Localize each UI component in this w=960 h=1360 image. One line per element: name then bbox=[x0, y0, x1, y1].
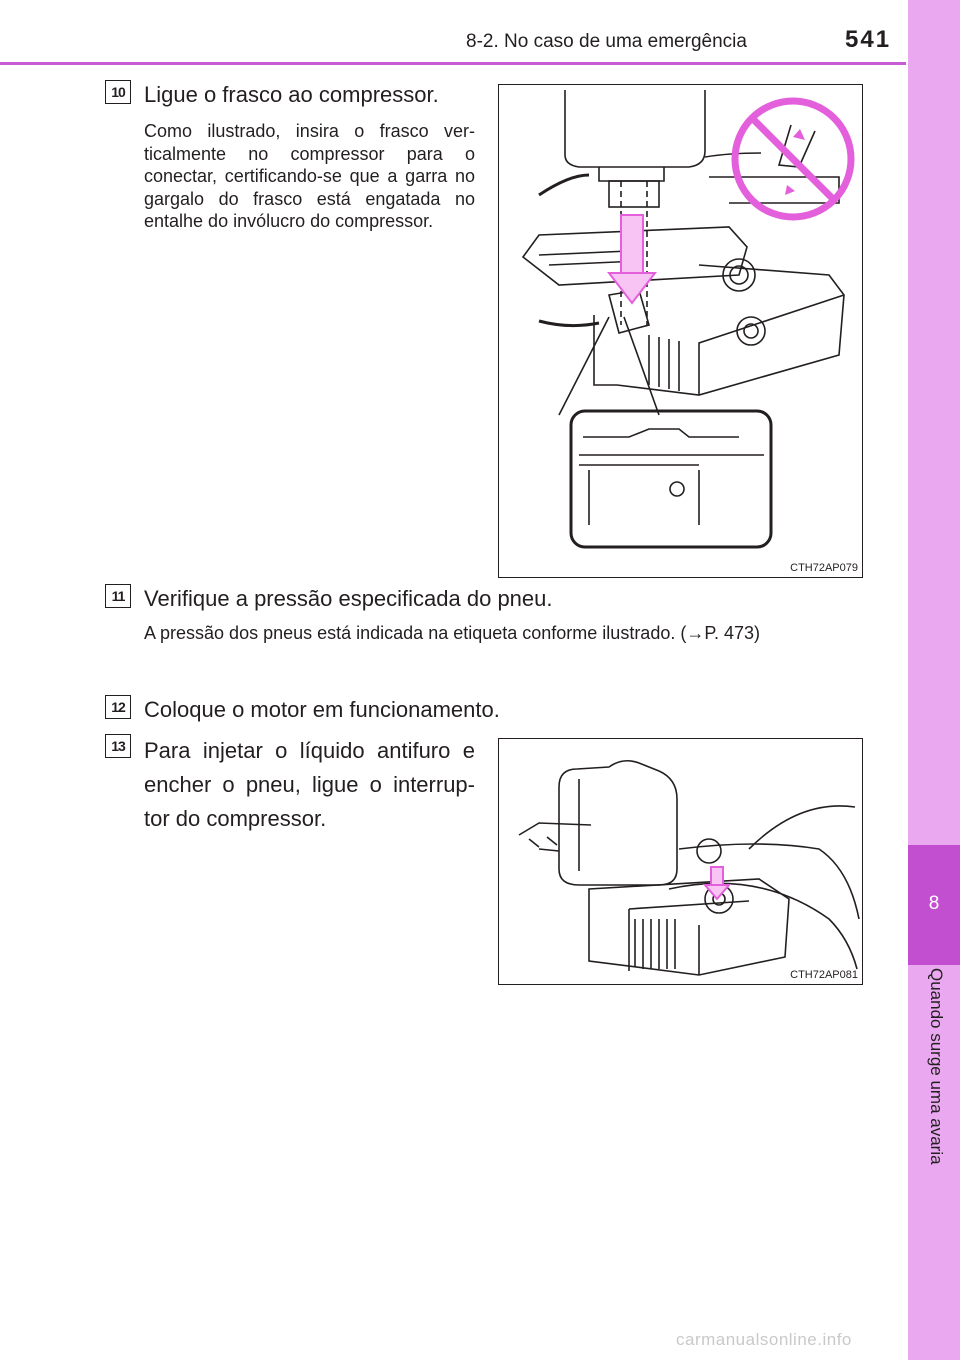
chapter-title: Quando surge uma avaria bbox=[927, 968, 946, 1165]
arrow-down-icon bbox=[606, 214, 658, 305]
chapter-tab-highlight bbox=[908, 845, 960, 965]
step-title: Para injetar o líquido antifuro e encher… bbox=[144, 738, 475, 831]
no-symbol-icon bbox=[731, 97, 855, 221]
watermark: carmanualsonline.info bbox=[676, 1330, 852, 1349]
arrow-down-icon bbox=[702, 866, 732, 901]
step-number-badge: 11 bbox=[105, 584, 131, 608]
figure-code: CTH72AP081 bbox=[790, 969, 858, 981]
section-title: 8-2. No caso de uma emergência bbox=[466, 31, 747, 52]
step-description: A pressão dos pneus está indicada na eti… bbox=[144, 623, 761, 643]
figure-code: CTH72AP079 bbox=[790, 562, 858, 574]
step-title: Verifique a pressão especificada do pneu… bbox=[144, 586, 553, 611]
step-description: Como ilustrado, insira o frasco ver-tica… bbox=[144, 121, 475, 231]
chapter-number: 8 bbox=[928, 893, 940, 914]
compressor-drawing bbox=[521, 90, 855, 549]
step-number-badge: 13 bbox=[105, 734, 131, 758]
compressor-bottle-illustration: CTH72AP079 bbox=[498, 84, 863, 578]
step-number-badge: 12 bbox=[105, 695, 131, 719]
compressor-switch-illustration: CTH72AP081 bbox=[498, 738, 863, 985]
chapter-side-tab bbox=[908, 0, 960, 1360]
compressor-switch-drawing bbox=[518, 759, 860, 976]
step-title: Ligue o frasco ao compressor. bbox=[144, 82, 439, 107]
page-number: 541 bbox=[845, 26, 892, 53]
step-number-badge: 10 bbox=[105, 80, 131, 104]
header-divider bbox=[0, 62, 906, 65]
step-title: Coloque o motor em funcionamento. bbox=[144, 697, 500, 722]
